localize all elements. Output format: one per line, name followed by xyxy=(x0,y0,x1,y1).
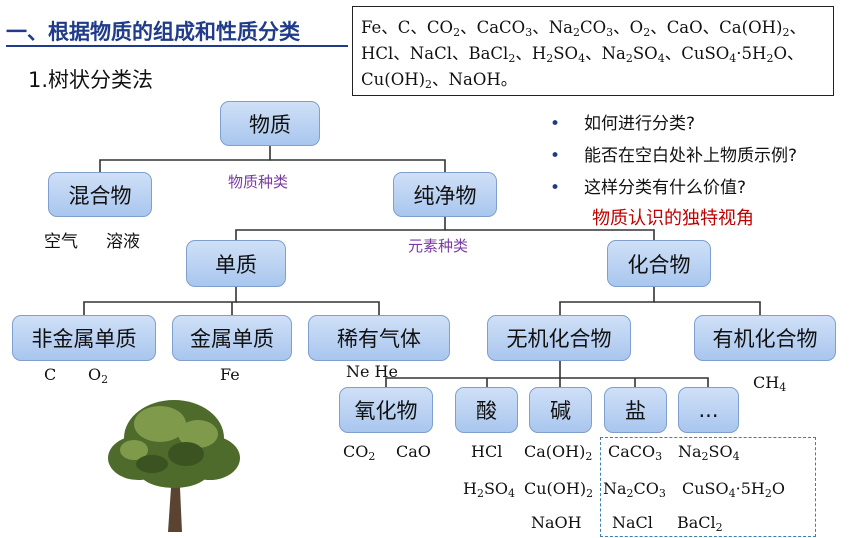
connector-compound xyxy=(559,287,655,315)
example-organic-ch4: CH4 xyxy=(753,373,787,394)
question-list: 如何进行分类? 能否在空白处补上物质示例? 这样分类有什么价值? xyxy=(548,108,797,204)
node-element: 单质 xyxy=(186,240,286,287)
node-organic-compound: 有机化合物 xyxy=(694,315,836,361)
connector-pure-compound xyxy=(445,229,655,240)
example-oxide-cao: CaO xyxy=(396,442,431,461)
example-base-naoh: NaOH xyxy=(531,513,582,532)
example-mixture-solution: 溶液 xyxy=(106,232,140,252)
question-item: 如何进行分类? xyxy=(548,108,797,140)
node-more: ... xyxy=(678,387,739,433)
tree-illustration xyxy=(108,400,240,532)
example-oxide-co2: CO2 xyxy=(343,442,376,463)
node-noble-gas: 稀有气体 xyxy=(308,315,450,361)
example-salt-cuso4-5h2o: CuSO4·5H2O xyxy=(682,479,785,500)
connector-inorganic-more xyxy=(560,377,709,387)
section-heading: 一、根据物质的组成和性质分类 xyxy=(6,20,300,44)
connector-element-noble xyxy=(236,301,380,315)
example-salt-nacl: NaCl xyxy=(612,513,653,532)
connector-pure xyxy=(235,217,446,240)
node-nonmetal-element: 非金属单质 xyxy=(12,315,156,361)
question-item: 能否在空白处补上物质示例? xyxy=(548,140,797,172)
node-compound: 化合物 xyxy=(607,240,711,287)
connector-element xyxy=(83,287,237,315)
node-acid: 酸 xyxy=(455,387,518,433)
example-salt-caco3: CaCO3 xyxy=(608,442,663,463)
substance-list-line-2: HCl、NaCl、BaCl2、H2SO4、Na2SO4、CuSO4·5H2O、 xyxy=(361,44,804,65)
node-substance: 物质 xyxy=(220,101,320,146)
example-nonmetal-o2: O2 xyxy=(88,365,109,386)
example-acid-h2so4: H2SO4 xyxy=(463,479,516,500)
substance-list-box: Fe、C、CO2、CaCO3、Na2CO3、O2、CaO、Ca(OH)2、 HC… xyxy=(352,6,834,96)
node-oxide: 氧化物 xyxy=(339,387,433,433)
node-base: 碱 xyxy=(529,387,592,433)
substance-list-line-3: Cu(OH)2、NaOH。 xyxy=(361,70,518,91)
example-salt-na2so4: Na2SO4 xyxy=(678,442,740,463)
node-pure-substance: 纯净物 xyxy=(393,172,497,217)
connector-compound-organic xyxy=(654,301,761,315)
salt-examples-dashed-box xyxy=(600,437,816,537)
node-metal-element: 金属单质 xyxy=(172,315,292,361)
node-mixture: 混合物 xyxy=(48,172,152,217)
highlight-text: 物质认识的独特视角 xyxy=(592,208,754,229)
edge-label-element-kind: 元素种类 xyxy=(408,237,469,255)
example-acid-hcl: HCl xyxy=(471,442,503,461)
example-noble-gases: Ne He xyxy=(346,362,398,381)
example-metal-fe: Fe xyxy=(220,365,240,384)
substance-list-line-1: Fe、C、CO2、CaCO3、Na2CO3、O2、CaO、Ca(OH)2、 xyxy=(361,18,806,39)
example-salt-na2co3: Na2CO3 xyxy=(603,479,666,500)
heading-underline xyxy=(6,45,348,47)
example-mixture-air: 空气 xyxy=(44,232,78,252)
example-base-caoh2: Ca(OH)2 xyxy=(524,442,593,463)
example-salt-bacl2: BaCl2 xyxy=(677,513,723,534)
connector-substance xyxy=(99,146,271,172)
node-salt: 盐 xyxy=(604,387,667,433)
edge-label-substance-kind: 物质种类 xyxy=(228,173,289,191)
example-base-cuoh2: Cu(OH)2 xyxy=(524,479,594,500)
connector-substance-pure xyxy=(270,159,446,172)
node-inorganic-compound: 无机化合物 xyxy=(487,315,631,361)
example-nonmetal-c: C xyxy=(44,365,57,384)
question-item: 这样分类有什么价值? xyxy=(548,172,797,204)
subheading: 1.树状分类法 xyxy=(28,68,154,92)
connector-inorganic xyxy=(385,361,561,387)
